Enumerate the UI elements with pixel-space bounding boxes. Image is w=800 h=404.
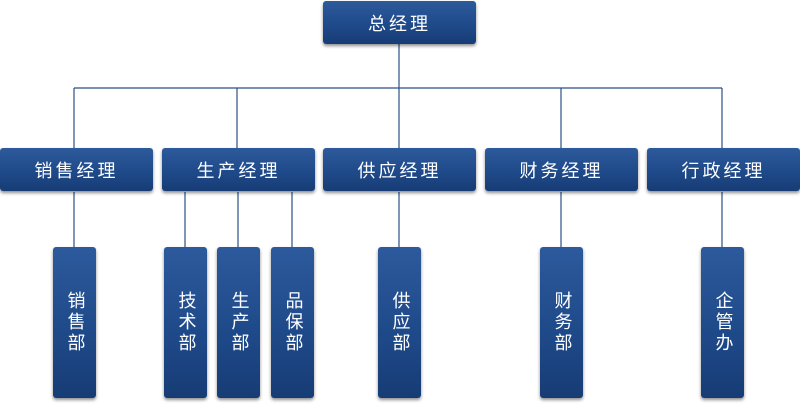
department-node-label: 财务部: [551, 291, 573, 354]
department-node-label: 生产部: [228, 291, 250, 354]
department-node-management-office: 企管办: [701, 247, 744, 398]
department-node-quality: 品保部: [271, 247, 314, 398]
manager-node-label: 生产经理: [196, 160, 281, 182]
department-node-technology: 技术部: [164, 247, 207, 398]
department-node-label: 品保部: [282, 291, 304, 354]
manager-node-label: 销售经理: [34, 160, 119, 182]
manager-node-label: 供应经理: [357, 160, 442, 182]
manager-node-production: 生产经理: [162, 148, 315, 191]
manager-node-sales: 销售经理: [0, 148, 153, 191]
manager-node-label: 财务经理: [519, 160, 604, 182]
manager-node-finance: 财务经理: [485, 148, 638, 191]
department-node-finance: 财务部: [540, 247, 583, 398]
department-node-label: 供应部: [389, 291, 411, 354]
manager-node-admin: 行政经理: [647, 148, 800, 191]
department-node-production: 生产部: [217, 247, 260, 398]
department-node-label: 技术部: [175, 291, 197, 354]
root-node-label: 总经理: [368, 13, 431, 35]
department-node-supply: 供应部: [378, 247, 421, 398]
root-node: 总经理: [323, 1, 476, 44]
manager-node-supply: 供应经理: [323, 148, 476, 191]
department-node-sales: 销售部: [53, 247, 96, 398]
department-node-label: 销售部: [64, 291, 86, 354]
department-node-label: 企管办: [712, 291, 734, 354]
manager-node-label: 行政经理: [681, 160, 766, 182]
